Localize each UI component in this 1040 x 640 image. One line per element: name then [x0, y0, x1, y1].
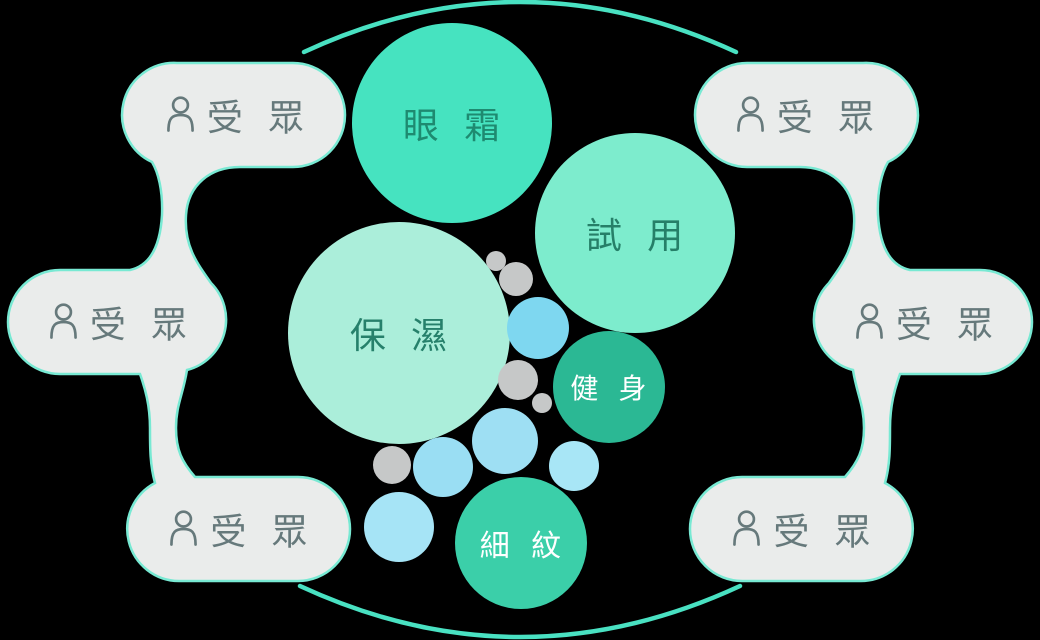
- decor-bubble-3: [507, 297, 569, 359]
- audience-label: 受 眾: [206, 98, 306, 139]
- decor-bubble-6: [472, 408, 538, 474]
- audience-label: 受 眾: [210, 512, 309, 553]
- decor-bubble-1: [486, 251, 506, 271]
- decor-bubble-9: [364, 492, 434, 562]
- audience-chain-left: [6, 61, 352, 583]
- topic-bubble-label: 健 身: [570, 372, 648, 405]
- person-icon: [49, 303, 77, 339]
- audience-pill-top-left: 受 眾: [125, 63, 345, 167]
- top-arc: [301, 0, 739, 55]
- audience-pill-middle-right: 受 眾: [812, 270, 1036, 374]
- topic-bubble-label: 試 用: [585, 216, 685, 257]
- decor-bubble-2: [499, 262, 533, 296]
- decor-bubble-7: [413, 437, 473, 497]
- topic-bubble-label: 保 濕: [349, 316, 449, 357]
- person-icon: [855, 303, 883, 339]
- topic-bubble-label: 眼 霜: [402, 106, 502, 147]
- audience-pill-top-right: 受 眾: [695, 63, 915, 167]
- audience-chain-right: [688, 61, 1034, 583]
- audience-pill-bottom-right: 受 眾: [690, 477, 913, 581]
- topic-bubble-3: 保 濕: [288, 222, 510, 444]
- person-icon: [733, 510, 761, 546]
- audience-pill-middle-left: 受 眾: [8, 270, 228, 374]
- bottom-arc: [297, 583, 743, 640]
- decor-bubble-10: [549, 441, 599, 491]
- topic-bubble-5: 細 紋: [455, 477, 587, 609]
- topic-bubble-1: 眼 霜: [352, 23, 552, 223]
- decor-bubble-8: [373, 446, 411, 484]
- person-icon: [736, 96, 764, 132]
- audience-label: 受 眾: [776, 98, 876, 139]
- audience-label: 受 眾: [895, 305, 995, 346]
- audience-pill-bottom-left: 受 眾: [127, 477, 350, 581]
- person-icon: [170, 510, 198, 546]
- topic-bubble-label: 細 紋: [479, 529, 563, 564]
- topic-bubble-2: 試 用: [535, 133, 735, 333]
- audience-label: 受 眾: [773, 512, 872, 553]
- decor-bubble-5: [532, 393, 552, 413]
- topic-bubble-4: 健 身: [553, 331, 665, 443]
- person-icon: [166, 96, 194, 132]
- decor-bubble-4: [498, 360, 538, 400]
- audience-label: 受 眾: [89, 305, 189, 346]
